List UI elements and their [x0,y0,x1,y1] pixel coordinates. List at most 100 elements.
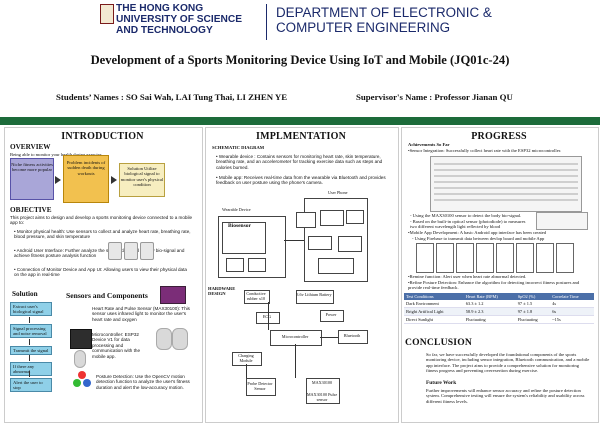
progress-bullet: - Using the MAX30100 sensor to detect th… [410,213,522,218]
progress-bullet: - Based on the built-in optical sensor (… [410,219,526,230]
app-screenshot [476,243,494,273]
students-names: Students’ Names : SO Sai Wah, LAI Tung T… [56,92,288,102]
niche-box [10,158,54,200]
hw-block [306,378,340,404]
hw-block [270,330,322,346]
university-name: THE HONG KONG UNIVERSITY OF SCIENCE AND … [116,3,242,36]
wearable-device-label: Wearable Device [222,207,251,212]
header-divider [266,4,267,40]
implementation-heading: IMPLMENTATION [255,131,346,142]
diagram-block [308,236,332,250]
objective-item: Monitor physical health: Use sensors to … [14,229,192,240]
hardware-heading: HARDWARE DESIGN [208,286,236,297]
table-cell: Direct Sunlight [404,315,464,324]
overview-heading: OVERVIEW [10,143,51,151]
sensors-heading: Sensors and Components [66,291,148,300]
connector-line [246,364,247,378]
flow-step: If there any abnormal [10,362,52,377]
hw-block [232,352,262,366]
serial-output-screenshot [430,156,582,212]
app-screenshot [516,243,534,273]
phone-icon [108,242,122,260]
sensor-image [160,286,186,304]
department-line-1: DEPARTMENT OF ELECTRONIC & [276,5,492,20]
app-screenshot [536,243,554,273]
opencv-logo-icon [72,370,92,388]
solution-heading: Solution [12,290,38,298]
person-image [156,328,172,350]
table-row: Bright Artifical Light 58.9 ± 2.3 97 ± 1… [404,307,594,316]
introduction-heading: INTRODUCTION [61,131,144,142]
table-cell: Dark Environment [404,300,464,308]
diagram-block [346,210,364,224]
solution-box [119,163,165,197]
sensor-photo [536,212,588,230]
hw-label: ECG [262,314,272,319]
table-header: Test Conditions [404,293,464,300]
conclusion-heading: CONCLUSION [405,337,473,348]
hw-label: 3.6v Lithium Battery [296,292,332,297]
hw-label: Probe Detector Sensor [247,381,273,391]
university-line-2: UNIVERSITY OF SCIENCE [116,14,243,25]
solution-text: Solution Utilize biological signal to mo… [120,166,164,188]
table-cell: 97 ± 1.5 [515,300,551,308]
hw-label: Microcontroller [281,334,309,339]
overview-text: Being able to monitor your health during… [10,152,102,157]
hw-label: Bluetooth [343,333,361,338]
objective-item: Android User Interface: Further analyze … [14,248,192,259]
table-header: Correlate Time [550,293,594,300]
component-posture-text: Posture Detection: Use the OpenCV motion… [96,374,190,390]
objective-text: This project aims to design and develop … [10,215,193,226]
hw-label: Charging Module [238,353,254,363]
connector-line [295,344,296,378]
table-cell: ~15s [550,315,594,324]
objective-item: Connection of Monitor Device and App UI:… [14,267,192,278]
table-row: Direct Sunlight Fluctuating Fluctuating … [404,315,594,324]
department-line-2: COMPUTER ENGINEERING [276,20,451,35]
future-work-heading: Future Work [426,380,457,386]
flow-step: Alert the user to stop [10,378,52,393]
hw-block [338,330,368,344]
android-icon [74,350,86,368]
connector-line [284,240,304,241]
schematic-heading: SCHEMATIC DIAGRAM [212,145,265,150]
app-screenshot [436,243,454,273]
remine-function-text: •Remine function: Alert user when heart … [408,274,527,279]
diagram-block [296,212,316,228]
component-mcu-text: Microcontroller: ESP32 Device V1 for dat… [92,332,141,359]
diagram-block [320,210,344,226]
hw-block [244,290,270,304]
flow-arrow-icon [29,371,30,377]
table-header: Heart Rate (BPM) [463,293,516,300]
progress-heading: PROGRESS [471,131,527,142]
achievements-heading: Achievements So Far [408,142,450,147]
university-line-1: THE HONG KONG [116,3,204,14]
poster-title: Development of a Sports Monitoring Devic… [90,53,510,67]
diagram-block [248,258,266,272]
flow-arrow-icon [29,355,30,361]
app-screenshot [496,243,514,273]
app-screenshot [416,243,434,273]
university-logo-icon [100,4,114,24]
hw-label: Conductive rubber x10 [246,291,266,301]
university-line-3: AND TECHNOLOGY [116,25,213,36]
table-cell: Fluctuating [515,315,551,324]
app-screenshot [556,243,574,273]
problem-text: Problem incidents of sudden death during… [66,160,106,176]
flow-step: Transmit the signal [10,346,52,356]
app-screenshot [456,243,474,273]
biosensor-label: Biosensor [228,223,251,229]
table-cell: 4s [550,300,594,308]
table-header: SpO2 (%) [515,293,551,300]
flow-arrow-icon [29,339,30,345]
supervisor-name: Supervisor's Name : Professor Jianan QU [356,92,513,102]
flow-step: Signal processing and noise removal [10,324,52,339]
hw-block [320,310,344,322]
diagram-user-phone-label: User Phone [328,190,348,195]
connector-line [268,302,269,330]
table-cell: 97 ± 1.8 [515,307,551,316]
hw-label: Power [325,312,337,317]
mobile-dev-text: •Mobile App Development: A basic Android… [408,230,547,235]
arrow-icon [55,176,61,184]
table-cell: 6s [550,307,594,316]
